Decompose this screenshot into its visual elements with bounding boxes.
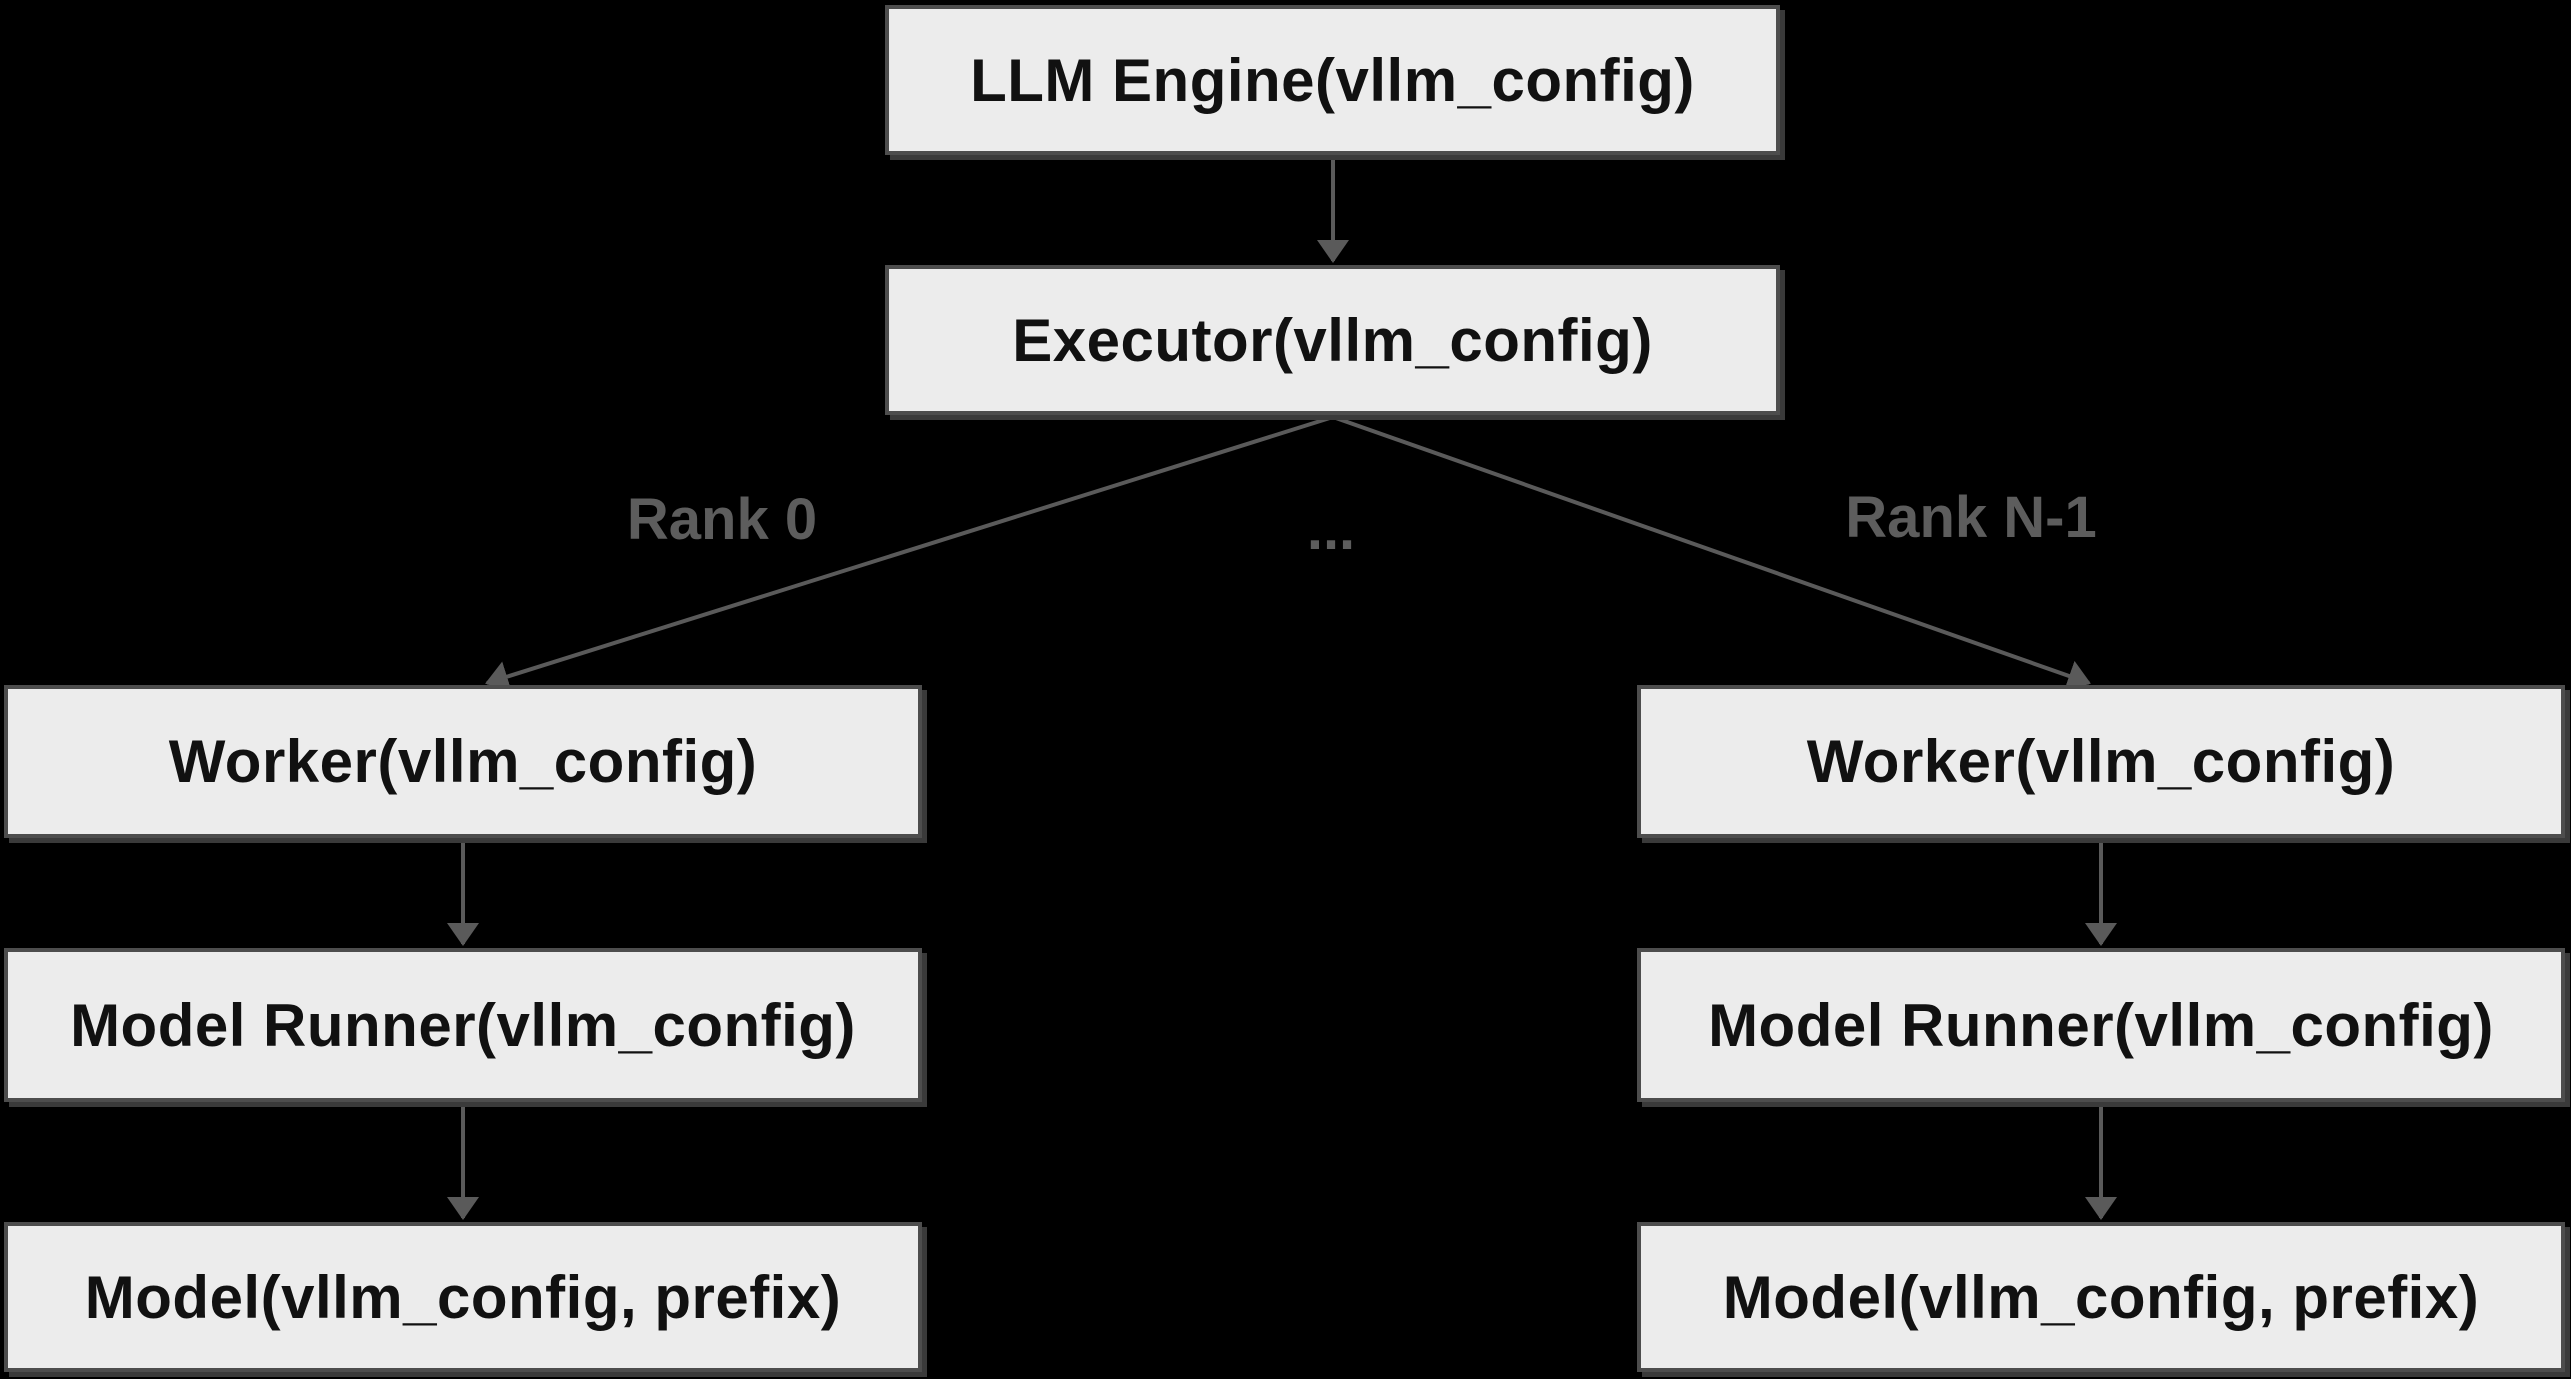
edge-label-rank-n-1: Rank N-1 [1831, 484, 2111, 551]
node-worker-rank0: Worker(vllm_config) [4, 685, 922, 838]
node-model-rank0: Model(vllm_config, prefix) [4, 1222, 922, 1372]
edge-label-ellipsis: ... [1281, 496, 1381, 563]
node-model-runner-rank0: Model Runner(vllm_config) [4, 948, 922, 1102]
node-model-runner-rank0-label: Model Runner(vllm_config) [70, 991, 856, 1059]
node-llm-engine-label: LLM Engine(vllm_config) [970, 46, 1695, 114]
node-model-rankn-label: Model(vllm_config, prefix) [1722, 1263, 2480, 1331]
node-worker-rankn: Worker(vllm_config) [1637, 685, 2565, 838]
edge-label-rank-n-1-text: Rank N-1 [1845, 485, 2097, 550]
node-model-rankn: Model(vllm_config, prefix) [1637, 1222, 2565, 1372]
node-executor: Executor(vllm_config) [885, 265, 1780, 415]
node-model-rank0-label: Model(vllm_config, prefix) [84, 1263, 842, 1331]
edge-executor-to-worker-rankn [1332, 415, 2091, 692]
edge-label-rank-0-text: Rank 0 [626, 487, 818, 552]
node-model-runner-rankn: Model Runner(vllm_config) [1637, 948, 2565, 1102]
edge-executor-to-worker-rank0 [485, 415, 1334, 692]
node-llm-engine: LLM Engine(vllm_config) [885, 5, 1780, 155]
edge-label-ellipsis-text: ... [1306, 497, 1356, 562]
node-model-runner-rankn-label: Model Runner(vllm_config) [1708, 991, 2494, 1059]
node-worker-rank0-label: Worker(vllm_config) [168, 728, 758, 795]
node-worker-rankn-label: Worker(vllm_config) [1806, 728, 2396, 795]
edge-label-rank-0: Rank 0 [612, 486, 832, 553]
node-executor-label: Executor(vllm_config) [1012, 306, 1653, 374]
